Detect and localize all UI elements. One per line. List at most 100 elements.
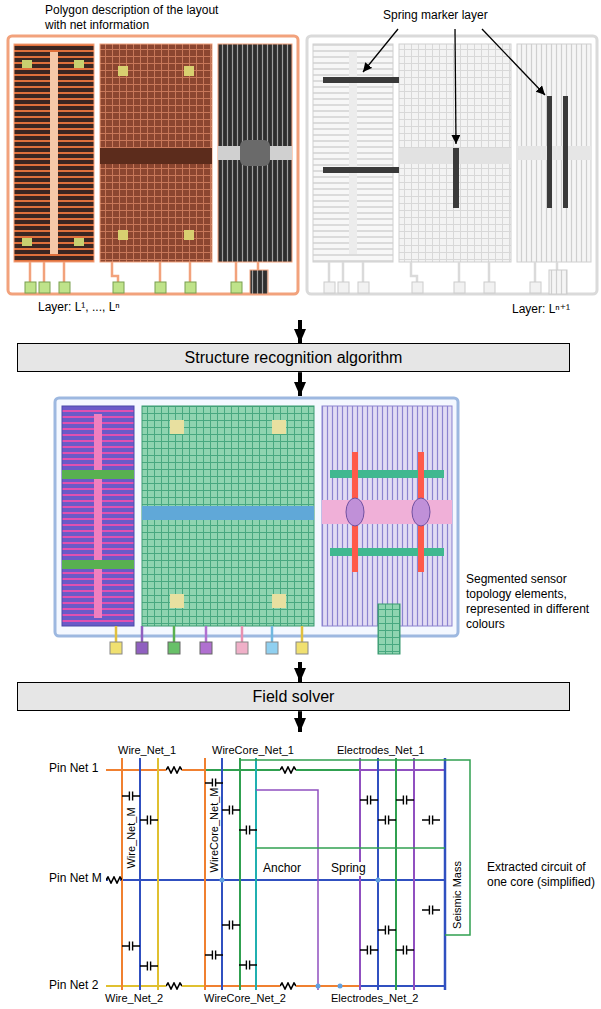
capacitor-symbol	[422, 816, 440, 825]
circuit-wire	[239, 758, 241, 990]
capacitor-symbol	[378, 816, 396, 825]
capacitor-symbol	[396, 946, 414, 955]
panel-caption: Segmented sensor topology elements, repr…	[466, 572, 596, 632]
segmented-layout	[136, 642, 148, 654]
segmented-layout	[55, 398, 458, 636]
layout-polygons	[100, 44, 212, 262]
segmented-layout	[110, 642, 122, 654]
layout-polygons	[218, 44, 292, 262]
segmented-layout	[322, 500, 452, 524]
process-box: Structure recognition algorithm	[17, 343, 570, 372]
layout-polygons	[8, 36, 298, 294]
layout-polygons	[14, 44, 94, 262]
capacitor-symbol	[205, 951, 223, 960]
segmented-layout	[330, 548, 444, 556]
resistor-symbol	[280, 767, 296, 773]
leader-arrow	[363, 29, 545, 144]
circuit-wire	[106, 769, 205, 771]
leader-arrow	[482, 29, 545, 95]
leader-arrow	[455, 29, 456, 144]
node-dot	[316, 984, 321, 989]
circuit-wire	[240, 760, 470, 935]
layout-polygons	[118, 66, 128, 76]
node-dot	[338, 984, 343, 989]
box-label: Field solver	[26, 687, 561, 706]
capacitor-symbol	[222, 806, 240, 815]
layout-polygons	[22, 238, 32, 246]
layout-polygons	[250, 270, 268, 294]
segmented-layout	[330, 470, 444, 478]
circuit-wire	[395, 758, 397, 990]
marker-layer	[313, 44, 393, 262]
circuit-wire	[360, 985, 445, 987]
marker-layer	[307, 36, 597, 294]
layout-polygons	[59, 282, 70, 293]
layout-polygons	[240, 140, 270, 166]
layout-polygons	[8, 36, 298, 294]
leader-arrow	[363, 29, 398, 72]
circuit-wire	[256, 847, 445, 849]
flow-arrow	[298, 662, 302, 682]
circuit-wire	[413, 758, 415, 990]
segmented-layout	[170, 594, 184, 608]
segmented-layout	[115, 626, 118, 642]
segmented-layout	[142, 406, 314, 626]
resistor-symbol	[166, 766, 182, 774]
layout-polygons	[50, 52, 58, 254]
capacitor-symbol	[122, 942, 140, 951]
marker-layer	[530, 282, 541, 293]
segmented-layout	[62, 470, 134, 479]
layout-polygons	[184, 230, 194, 240]
capacitor-symbol	[140, 962, 158, 971]
marker-layer	[484, 282, 495, 293]
layout-polygons	[100, 148, 212, 164]
marker-layer	[358, 282, 369, 293]
panel-caption: Polygon description of the layout with n…	[45, 3, 230, 33]
net-name: WireCore_Net_1	[211, 744, 295, 757]
marker-caption: Spring marker layer	[383, 8, 533, 23]
capacitor-symbol	[222, 921, 240, 930]
spring-marker-bar	[547, 96, 552, 208]
spring-marker-bar	[453, 148, 459, 208]
marker-layer	[454, 282, 465, 293]
layer-label: Layer: Lⁿ⁺¹	[512, 302, 598, 317]
process-box: Field solver	[17, 682, 570, 711]
segmented-layout	[62, 560, 134, 569]
spring-marker-bar	[563, 96, 568, 208]
segmented-layout	[94, 414, 102, 618]
spring-marker-bar	[323, 77, 399, 83]
segmented-layout	[322, 406, 452, 626]
layout-polygons	[113, 282, 124, 293]
marker-layer	[324, 282, 335, 293]
circuit-wire	[360, 769, 445, 771]
capacitor-symbol	[360, 946, 378, 955]
segmented-layout	[173, 626, 176, 642]
segmented-layout	[272, 594, 286, 608]
segmented-layout	[412, 498, 430, 526]
segmented-layout	[378, 604, 400, 654]
spring-marker-bar	[323, 77, 568, 208]
segmented-layout	[236, 642, 248, 654]
segmented-layout	[271, 626, 274, 642]
flow-arrow	[298, 372, 302, 396]
circuit-wire	[157, 758, 159, 990]
layout-polygons	[118, 230, 128, 240]
segmented-layout	[241, 626, 244, 642]
segmented-layout	[296, 642, 308, 654]
marker-layer	[412, 282, 423, 293]
resistor-symbol	[280, 982, 296, 990]
capacitor-symbol	[122, 792, 140, 801]
segmented-layout	[205, 626, 208, 642]
marker-layer	[338, 282, 349, 293]
segmented-layout	[142, 506, 314, 520]
circuit-wire	[106, 758, 470, 990]
segmented-layout	[266, 642, 278, 654]
flow-arrow	[298, 320, 302, 343]
layout-polygons	[30, 262, 258, 282]
pin-name: Pin Net 2	[48, 979, 99, 993]
layout-polygons	[74, 238, 84, 246]
marker-layer	[307, 36, 597, 294]
pin-name: Pin Net 1	[48, 762, 99, 776]
segmented-layout	[55, 398, 458, 654]
